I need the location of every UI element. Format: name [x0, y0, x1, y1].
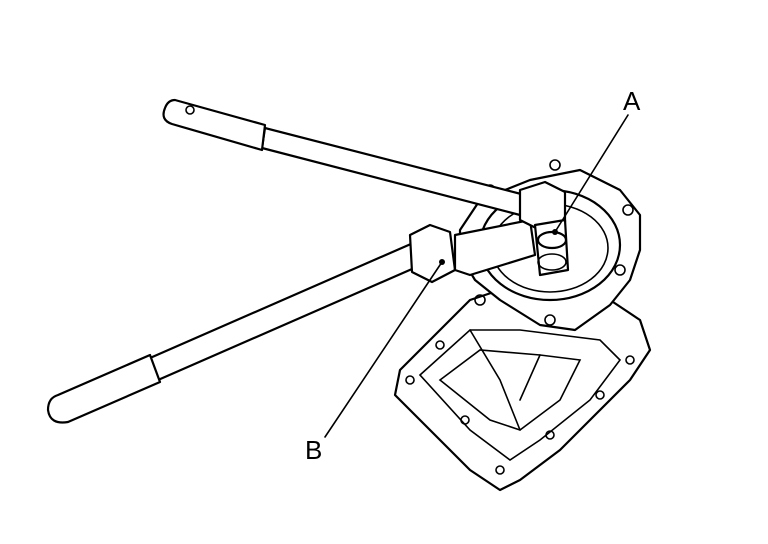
- leader-line-a: [554, 114, 629, 233]
- callout-label-b: B: [305, 435, 323, 465]
- leader-dot-a: [552, 229, 558, 235]
- callout-label-a: A: [623, 86, 641, 116]
- leader-dot-b: [439, 259, 445, 265]
- lower-handle: [46, 218, 537, 424]
- leader-line-b: [324, 261, 443, 438]
- upper-handle: [162, 98, 570, 277]
